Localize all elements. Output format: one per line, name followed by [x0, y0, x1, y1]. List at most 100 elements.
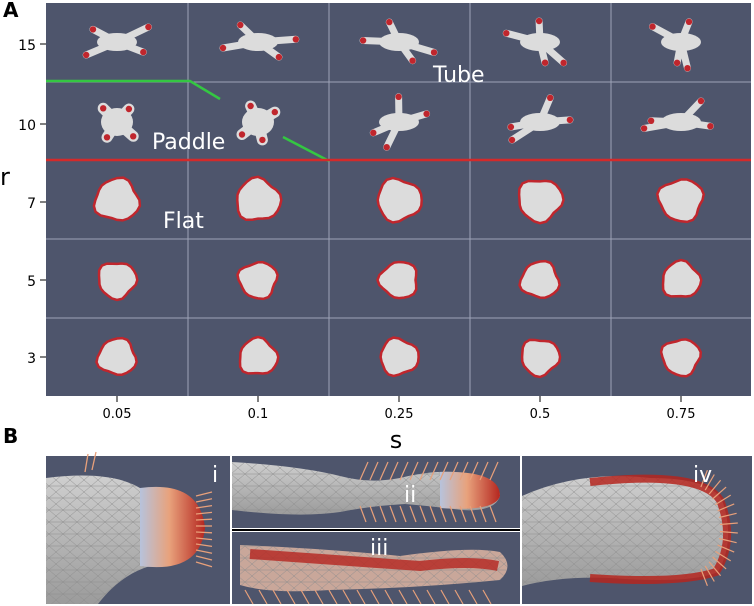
force-arrow — [272, 589, 282, 605]
force-arrow — [719, 522, 738, 526]
force-arrow — [384, 589, 394, 605]
force-arrow — [389, 505, 397, 523]
force-arrow — [356, 589, 366, 605]
cell-shape-flat — [236, 175, 283, 222]
force-arrow — [482, 589, 492, 605]
subpanel-i: i — [46, 451, 230, 604]
force-arrow — [419, 505, 427, 523]
force-arrow — [704, 565, 715, 582]
force-arrow — [195, 537, 213, 541]
cell-shape-tube — [649, 18, 701, 72]
force-arrow — [359, 505, 367, 523]
cell-shapes-layer — [82, 17, 714, 379]
cell-shape-flat — [376, 260, 418, 300]
force-arrow — [429, 505, 437, 523]
force-arrow — [489, 461, 499, 481]
cell-shape-tube — [640, 97, 714, 132]
cell-shape-tube — [219, 21, 300, 61]
force-arrow — [715, 550, 732, 562]
force-arrow — [342, 589, 352, 605]
x-tick-label: 0.05 — [103, 407, 132, 422]
cell-shape-paddle — [236, 100, 281, 146]
cell-shape-tube — [502, 17, 568, 67]
force-arrow — [469, 461, 479, 481]
subpanel-label-ii: ii — [404, 483, 416, 508]
force-arrow — [429, 461, 439, 481]
x-axis-label: s — [390, 426, 403, 454]
cell-shape-flat — [661, 258, 703, 298]
force-arrow — [409, 505, 417, 523]
y-tick-label: 10 — [18, 118, 36, 134]
force-arrow — [715, 494, 732, 506]
force-arrow — [195, 561, 213, 568]
force-arrow — [195, 518, 213, 521]
force-arrow — [314, 589, 324, 605]
panel-b-label: B — [3, 424, 19, 448]
cell-shape-paddle — [97, 102, 139, 143]
y-tick-label: 3 — [27, 351, 36, 367]
y-axis-label: r — [0, 163, 10, 191]
force-arrow — [328, 589, 338, 605]
subpanel-label-i: i — [212, 463, 218, 488]
cell-shape-tube — [82, 23, 152, 59]
force-arrow — [717, 544, 735, 553]
force-arrow — [717, 503, 735, 512]
force-arrow — [704, 474, 715, 491]
cell-shape-flat — [97, 262, 139, 302]
force-arrow — [195, 491, 213, 497]
cell-shape-flat — [659, 338, 702, 378]
force-arrow — [359, 461, 369, 481]
y-axis: 15 10 7 5 3 r — [0, 38, 46, 367]
force-arrow — [719, 530, 738, 534]
force-arrow — [469, 505, 477, 523]
force-arrow — [718, 512, 737, 519]
force-arrow — [369, 505, 377, 523]
x-tick-label: 0.25 — [385, 407, 414, 422]
region-label-tube: Tube — [432, 63, 485, 88]
cell-shape-flat — [520, 338, 562, 379]
force-arrow — [419, 461, 429, 481]
x-tick-label: 0.5 — [530, 407, 551, 422]
force-arrow — [389, 461, 399, 481]
force-arrow — [195, 504, 213, 509]
force-arrow — [718, 537, 737, 544]
force-arrow — [708, 561, 722, 577]
force-arrow — [399, 505, 407, 523]
subpanel-label-iii: iii — [370, 536, 388, 561]
force-arrow — [459, 461, 469, 481]
force-arrow — [244, 589, 254, 605]
cell-shape-tube — [359, 18, 438, 65]
force-arrow — [708, 479, 722, 495]
force-arrow — [700, 568, 708, 587]
force-arrow — [439, 461, 449, 481]
force-arrow — [195, 549, 213, 554]
cell-shape-flat — [238, 335, 280, 375]
force-arrow — [449, 461, 459, 481]
paddle-flat-boundary-green — [282, 135, 330, 163]
cell-shape-flat — [517, 179, 565, 225]
force-arrow — [440, 589, 450, 605]
force-arrow — [712, 486, 727, 500]
force-arrow — [454, 589, 464, 605]
tube-paddle-boundary — [46, 79, 221, 101]
x-tick-label: 0.1 — [248, 407, 269, 422]
force-arrow — [195, 511, 213, 515]
force-arrow — [379, 461, 389, 481]
region-label-paddle: Paddle — [152, 130, 225, 155]
force-arrow — [370, 589, 380, 605]
cell-shape-flat — [518, 259, 561, 299]
subpanel-iv: iv — [522, 456, 752, 604]
x-tick-label: 0.75 — [667, 407, 696, 422]
force-arrow — [479, 505, 487, 523]
cell-shape-flat — [95, 336, 138, 376]
subpanel-ii: ii — [232, 456, 520, 528]
force-arrow — [412, 589, 422, 605]
force-arrow — [399, 461, 409, 481]
cell-shape-flat — [379, 336, 420, 378]
subpanel-label-iv: iv — [693, 463, 712, 488]
subpanel-iii: iii — [232, 532, 520, 605]
cell-shape-flat — [92, 176, 142, 222]
force-arrow — [195, 555, 213, 561]
panel-a-label: A — [3, 0, 19, 22]
